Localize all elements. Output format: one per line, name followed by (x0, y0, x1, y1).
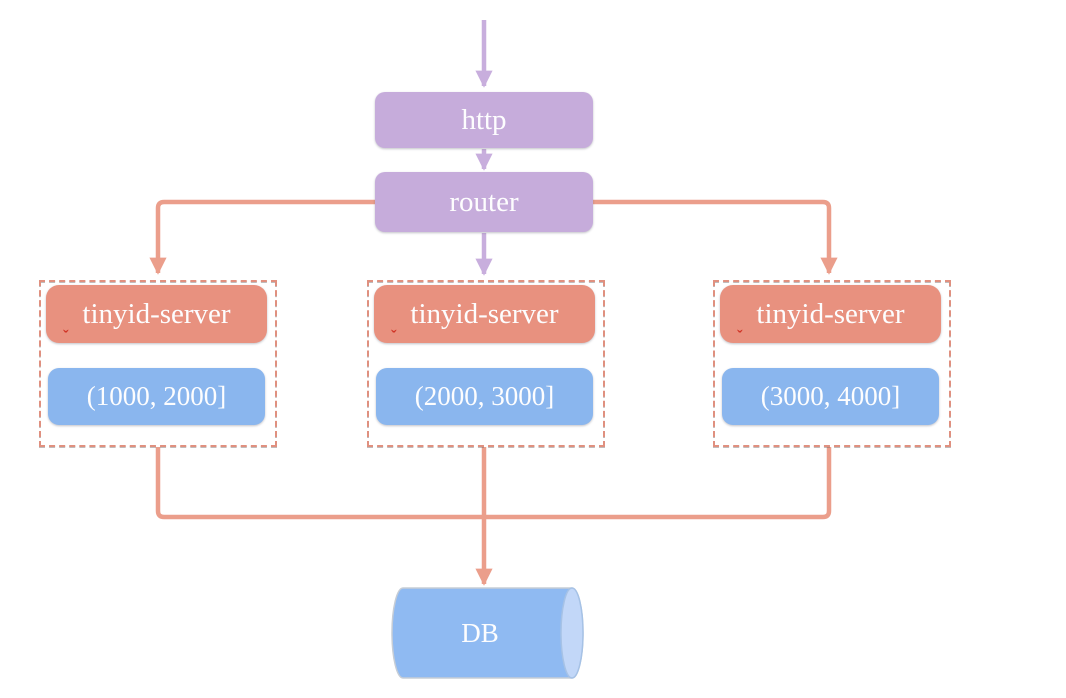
http-node: http (375, 92, 593, 148)
range-label-right: (3000, 4000] (760, 381, 901, 411)
server-group-right-border (713, 280, 951, 447)
server-group-left-border (39, 280, 277, 447)
router-label: router (449, 185, 519, 218)
db-cylinder-cap (560, 587, 584, 679)
connector-servers-collector (155, 447, 832, 520)
range-node-middle: (2000, 3000] (376, 368, 593, 425)
range-label-middle: (2000, 3000] (414, 381, 555, 411)
server-group-middle: tinyid-server ˇ (2000, 3000] (367, 280, 605, 447)
db-cylinder (391, 587, 584, 679)
router-node: router (375, 172, 593, 232)
db-node-label: DB (392, 588, 568, 678)
range-label-left: (1000, 2000] (86, 381, 227, 411)
spellcheck-mark-icon: ˇ (737, 327, 743, 346)
server-label-right: tinyid-server (756, 297, 905, 330)
server-node-middle: tinyid-server ˇ (374, 285, 595, 346)
range-node-right: (3000, 4000] (722, 368, 939, 425)
server-group-left: tinyid-server ˇ (1000, 2000] (39, 280, 277, 447)
server-node-left: tinyid-server ˇ (46, 285, 267, 346)
server-label-left: tinyid-server (82, 297, 231, 330)
http-label: http (461, 103, 507, 136)
server-node-right: tinyid-server ˇ (720, 285, 941, 346)
arrow-router-to-server-right (484, 199, 838, 275)
spellcheck-mark-icon: ˇ (391, 327, 397, 346)
server-group-middle-border (367, 280, 605, 447)
server-label-middle: tinyid-server (410, 297, 559, 330)
spellcheck-mark-icon: ˇ (63, 327, 69, 346)
range-node-left: (1000, 2000] (48, 368, 265, 425)
db-label-text: DB (461, 617, 499, 648)
server-group-right: tinyid-server ˇ (3000, 4000] (713, 280, 951, 447)
arrow-router-to-server-left (149, 199, 484, 275)
